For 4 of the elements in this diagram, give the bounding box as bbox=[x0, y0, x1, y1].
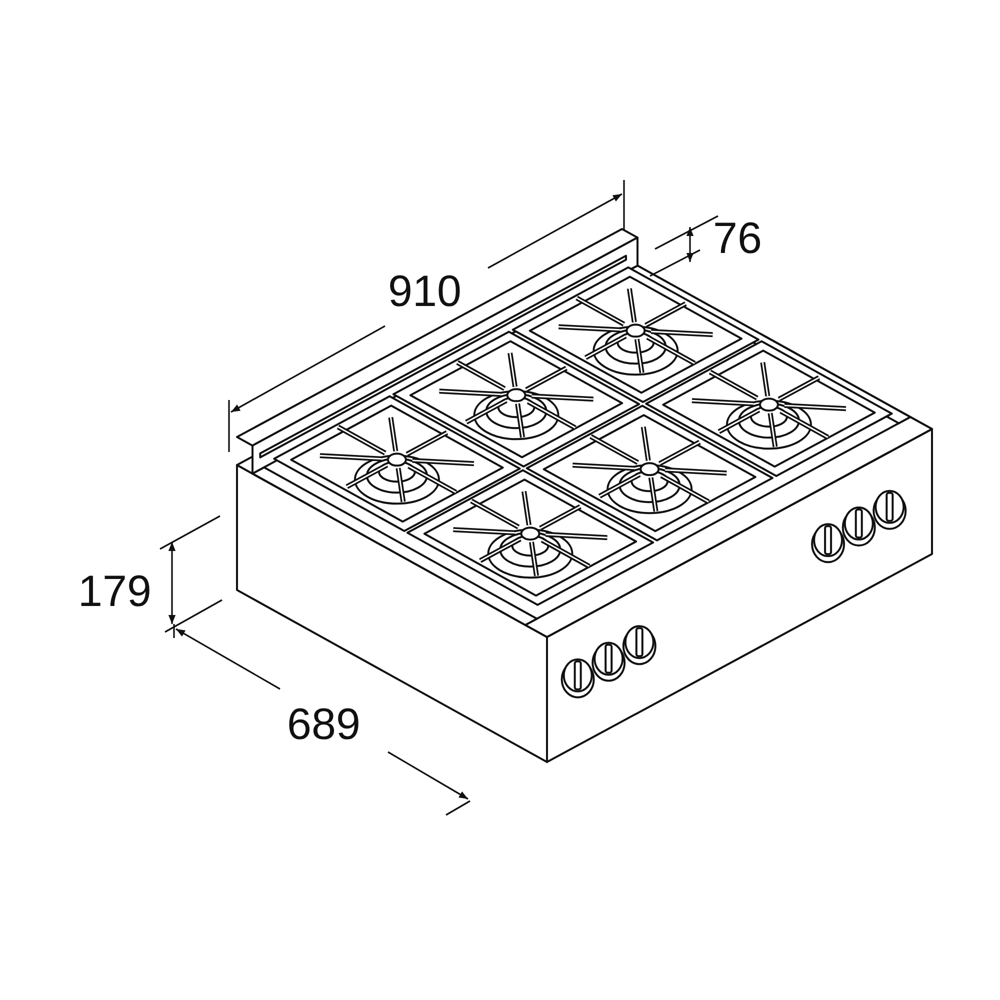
dimension-label: 76 bbox=[713, 217, 762, 261]
dimension-label: 179 bbox=[78, 570, 152, 614]
dimension-label: 910 bbox=[388, 270, 462, 314]
dimension-label: 689 bbox=[287, 703, 360, 747]
